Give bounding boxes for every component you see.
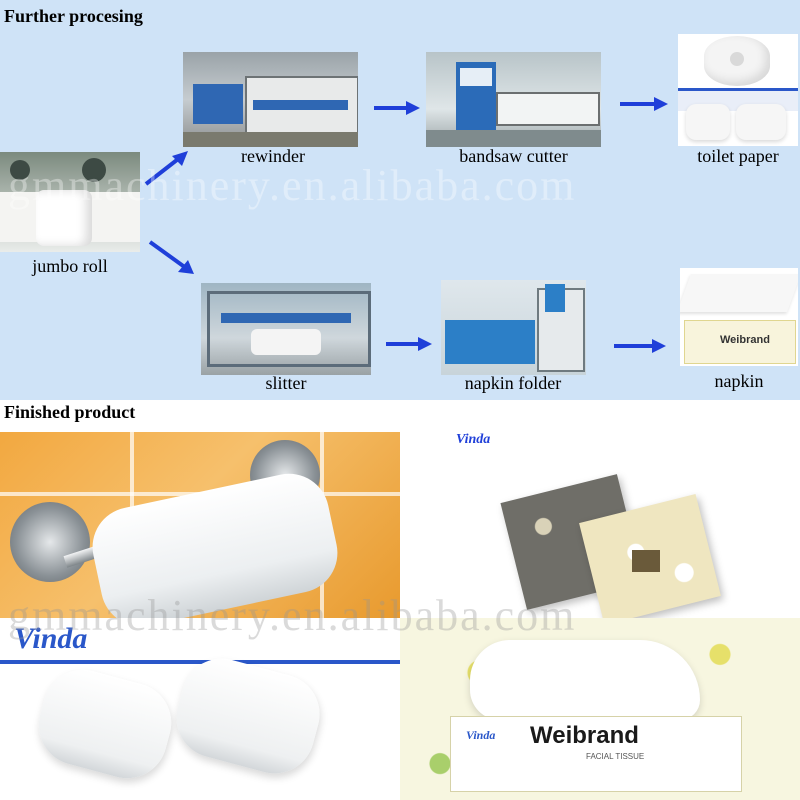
napkin-box-brand: Weibrand (720, 334, 770, 346)
caption-slitter: slitter (265, 373, 307, 393)
arrow-right-icon (620, 97, 668, 111)
napkin-folder-photo (441, 280, 586, 375)
bandsaw-cutter-photo (426, 52, 601, 147)
facial-tissue-label: FACIAL TISSUE (586, 752, 645, 761)
pocket-tissue-photo: Vinda (400, 432, 800, 618)
arrow-right-icon (386, 337, 432, 351)
toilet-roll-holder-photo (0, 432, 400, 618)
arrow-up-right-icon (144, 151, 188, 186)
vinda-logo: Vinda (456, 432, 491, 447)
watermark-bottom: gmmachinery.en.alibaba.com (8, 591, 577, 640)
vinda-pack-logo: Vinda (14, 622, 88, 655)
caption-napkin: napkin (714, 371, 764, 391)
caption-napkin-folder: napkin folder (464, 373, 562, 393)
toilet-paper-photo (678, 34, 798, 146)
arrow-right-icon (374, 101, 420, 115)
weibrand-box-logo: Weibrand (530, 722, 639, 749)
facial-tissue-box-photo: Vinda Weibrand FACIAL TISSUE (400, 618, 800, 800)
section-title-finished-product: Finished product (4, 402, 136, 422)
jumbo-roll-photo (0, 152, 140, 252)
finished-product-band (0, 400, 800, 430)
caption-toilet-paper: toilet paper (697, 146, 779, 166)
napkin-photo: Weibrand (680, 268, 798, 366)
caption-rewinder: rewinder (241, 146, 305, 166)
toilet-rolls-photo: Vinda (0, 618, 400, 800)
watermark-top: gmmachinery.en.alibaba.com (8, 161, 577, 210)
slitter-photo (201, 283, 371, 375)
rewinder-photo (183, 52, 358, 147)
caption-jumbo-roll: jumbo roll (32, 256, 108, 276)
caption-bandsaw-cutter: bandsaw cutter (459, 146, 568, 166)
arrow-right-icon (614, 339, 666, 353)
section-title-further-processing: Further procesing (4, 6, 143, 26)
arrow-down-right-icon (148, 240, 194, 274)
vinda-box-logo: Vinda (466, 728, 496, 742)
